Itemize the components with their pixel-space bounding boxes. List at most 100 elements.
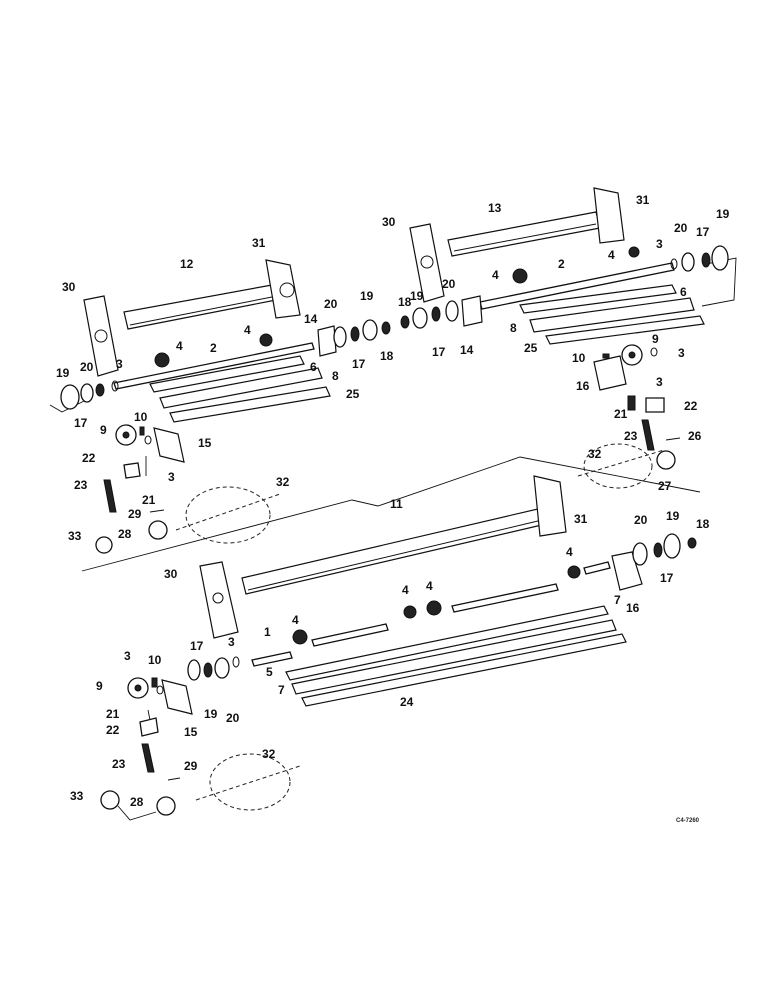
bearing-plate-14 bbox=[461, 295, 483, 327]
callout-25: 25 bbox=[524, 341, 538, 355]
block-21 bbox=[627, 395, 636, 411]
upper-left-assembly: 30 12 31 4 4 2 14 20 19 17 18 6 8 25 19 … bbox=[56, 236, 394, 554]
callout-7: 7 bbox=[278, 683, 285, 697]
shaft-1 bbox=[251, 651, 293, 667]
callout-18: 18 bbox=[380, 349, 394, 363]
callout-3: 3 bbox=[168, 470, 175, 484]
slat-6 bbox=[149, 355, 305, 393]
figure-code: C4-7260 bbox=[676, 818, 700, 824]
callout-31: 31 bbox=[636, 193, 650, 207]
slat-8 bbox=[529, 297, 695, 333]
spring-23 bbox=[103, 479, 117, 513]
lower-assembly: 11 31 30 4 4 4 4 20 19 18 17 16 7 7 1 5 … bbox=[70, 475, 710, 821]
callout-16: 16 bbox=[626, 601, 640, 615]
callout-20: 20 bbox=[442, 277, 456, 291]
callout-28: 28 bbox=[118, 527, 132, 541]
callout-22: 22 bbox=[82, 451, 96, 465]
cross-member-12 bbox=[123, 284, 277, 330]
callout-20: 20 bbox=[324, 297, 338, 311]
callout-33: 33 bbox=[68, 529, 82, 543]
callout-8: 8 bbox=[510, 321, 517, 335]
callout-18: 18 bbox=[696, 517, 710, 531]
callout-23: 23 bbox=[624, 429, 638, 443]
bearing-4 bbox=[154, 352, 170, 368]
callout-10: 10 bbox=[572, 351, 586, 365]
callout-4: 4 bbox=[608, 248, 615, 262]
callout-32: 32 bbox=[276, 475, 290, 489]
callout-32: 32 bbox=[262, 747, 276, 761]
callout-20: 20 bbox=[80, 360, 94, 374]
plate-16 bbox=[593, 355, 627, 391]
block-22 bbox=[123, 462, 141, 479]
washer-20 bbox=[333, 326, 347, 348]
upper-right-assembly: 30 13 31 4 4 2 20 19 17 3 18 19 20 17 14… bbox=[382, 187, 730, 493]
bearing-4 bbox=[567, 565, 581, 579]
end-plate-31 bbox=[593, 187, 625, 244]
callout-24: 24 bbox=[400, 695, 414, 709]
callout-27: 27 bbox=[658, 479, 672, 493]
callout-14: 14 bbox=[304, 312, 318, 326]
cap-22 bbox=[645, 397, 665, 413]
callout-3: 3 bbox=[124, 649, 131, 663]
end-plate-31 bbox=[533, 475, 567, 537]
shaft-2 bbox=[113, 342, 315, 390]
callout-6: 6 bbox=[680, 285, 687, 299]
end-plate-31 bbox=[265, 259, 301, 319]
callout-29: 29 bbox=[184, 759, 198, 773]
callout-13: 13 bbox=[488, 201, 502, 215]
callout-17: 17 bbox=[432, 345, 446, 359]
callout-23: 23 bbox=[74, 478, 88, 492]
sprocket-28 bbox=[156, 796, 176, 816]
callout-10: 10 bbox=[148, 653, 162, 667]
callout-17: 17 bbox=[190, 639, 204, 653]
sprocket-28 bbox=[148, 520, 168, 540]
callout-10: 10 bbox=[134, 410, 148, 424]
spring-23 bbox=[141, 743, 155, 773]
plate-15 bbox=[153, 427, 185, 463]
plate-15 bbox=[161, 679, 193, 715]
sprocket-33 bbox=[100, 790, 120, 810]
callout-9: 9 bbox=[96, 679, 103, 693]
callout-33: 33 bbox=[70, 789, 84, 803]
callout-4: 4 bbox=[426, 579, 433, 593]
end-plate-30 bbox=[199, 561, 239, 639]
callout-17: 17 bbox=[696, 225, 710, 239]
callout-16: 16 bbox=[576, 379, 590, 393]
callout-26: 26 bbox=[688, 429, 702, 443]
callout-7: 7 bbox=[614, 593, 621, 607]
slat-8 bbox=[159, 367, 323, 409]
callout-2: 2 bbox=[558, 257, 565, 271]
callout-29: 29 bbox=[128, 507, 142, 521]
callout-17: 17 bbox=[660, 571, 674, 585]
callout-17: 17 bbox=[352, 357, 366, 371]
block-22 bbox=[139, 717, 159, 737]
slat-25 bbox=[545, 315, 705, 345]
slat-6 bbox=[519, 284, 677, 314]
callout-8: 8 bbox=[332, 369, 339, 383]
callout-20: 20 bbox=[634, 513, 648, 527]
callout-20: 20 bbox=[226, 711, 240, 725]
callout-4: 4 bbox=[402, 583, 409, 597]
callout-4: 4 bbox=[566, 545, 573, 559]
callout-19: 19 bbox=[410, 289, 424, 303]
callout-15: 15 bbox=[184, 725, 198, 739]
spring-23 bbox=[641, 419, 655, 451]
end-plate-30 bbox=[83, 295, 119, 377]
slat-25 bbox=[169, 386, 331, 423]
auger-ghost-32 bbox=[583, 443, 653, 489]
callout-17: 17 bbox=[74, 416, 88, 430]
callout-14: 14 bbox=[460, 343, 474, 357]
callout-2: 2 bbox=[210, 341, 217, 355]
callout-9: 9 bbox=[100, 423, 107, 437]
callout-23: 23 bbox=[112, 757, 126, 771]
callout-22: 22 bbox=[106, 723, 120, 737]
callout-4: 4 bbox=[176, 339, 183, 353]
callout-4: 4 bbox=[244, 323, 251, 337]
callout-9: 9 bbox=[652, 332, 659, 346]
callout-1: 1 bbox=[264, 625, 271, 639]
callout-4: 4 bbox=[292, 613, 299, 627]
callout-30: 30 bbox=[164, 567, 178, 581]
end-plate-30 bbox=[409, 223, 445, 303]
callout-22: 22 bbox=[684, 399, 698, 413]
slat-7 bbox=[285, 605, 609, 681]
